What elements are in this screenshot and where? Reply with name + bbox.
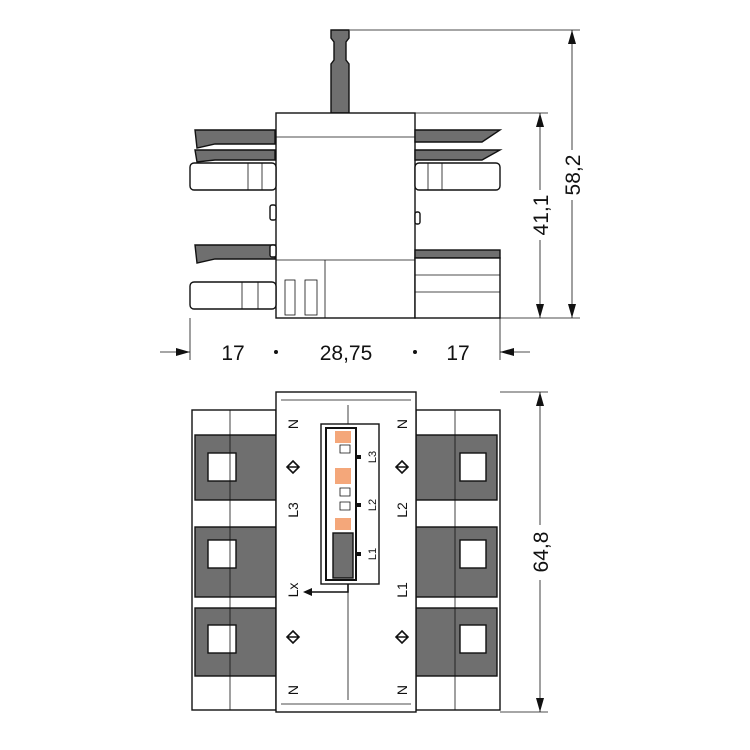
right-connectors xyxy=(414,129,503,319)
dim-depth: 64,8 xyxy=(530,532,553,573)
body xyxy=(275,112,416,319)
dim-center-width: 28,75 xyxy=(320,342,373,365)
dim-right-width: 17 xyxy=(446,342,469,365)
right-label-l2: L2 xyxy=(394,502,410,518)
left-label-l3: L3 xyxy=(285,502,301,518)
side-view: 17 28,75 17 58,2 41,1 xyxy=(160,29,585,365)
left-label-lx: Lx xyxy=(285,583,301,598)
right-label-n-top: N xyxy=(394,419,410,429)
right-connectors-top xyxy=(415,409,501,711)
switch-window xyxy=(303,423,380,596)
dim-left-width: 17 xyxy=(221,342,244,365)
lever xyxy=(330,29,350,114)
dim-body-height: 41,1 xyxy=(530,195,553,236)
switch-slider[interactable] xyxy=(332,532,354,579)
ground-diamond-icon xyxy=(285,459,410,645)
left-label-n-bottom: N xyxy=(285,685,301,695)
switch-label-l1: L1 xyxy=(367,548,379,560)
switch-label-l3: L3 xyxy=(367,451,379,463)
left-connectors-top xyxy=(191,409,277,711)
dim-total-height: 58,2 xyxy=(562,155,585,196)
depth-dimension xyxy=(500,391,552,713)
right-label-n-bottom: N xyxy=(394,685,410,695)
left-label-n-top: N xyxy=(285,419,301,429)
switch-label-l2: L2 xyxy=(367,499,379,511)
right-label-l1: L1 xyxy=(394,582,410,598)
left-connectors xyxy=(189,129,277,310)
top-view: L3 L2 L1 N L3 Lx N N L2 L1 N 64,8 xyxy=(191,391,553,713)
